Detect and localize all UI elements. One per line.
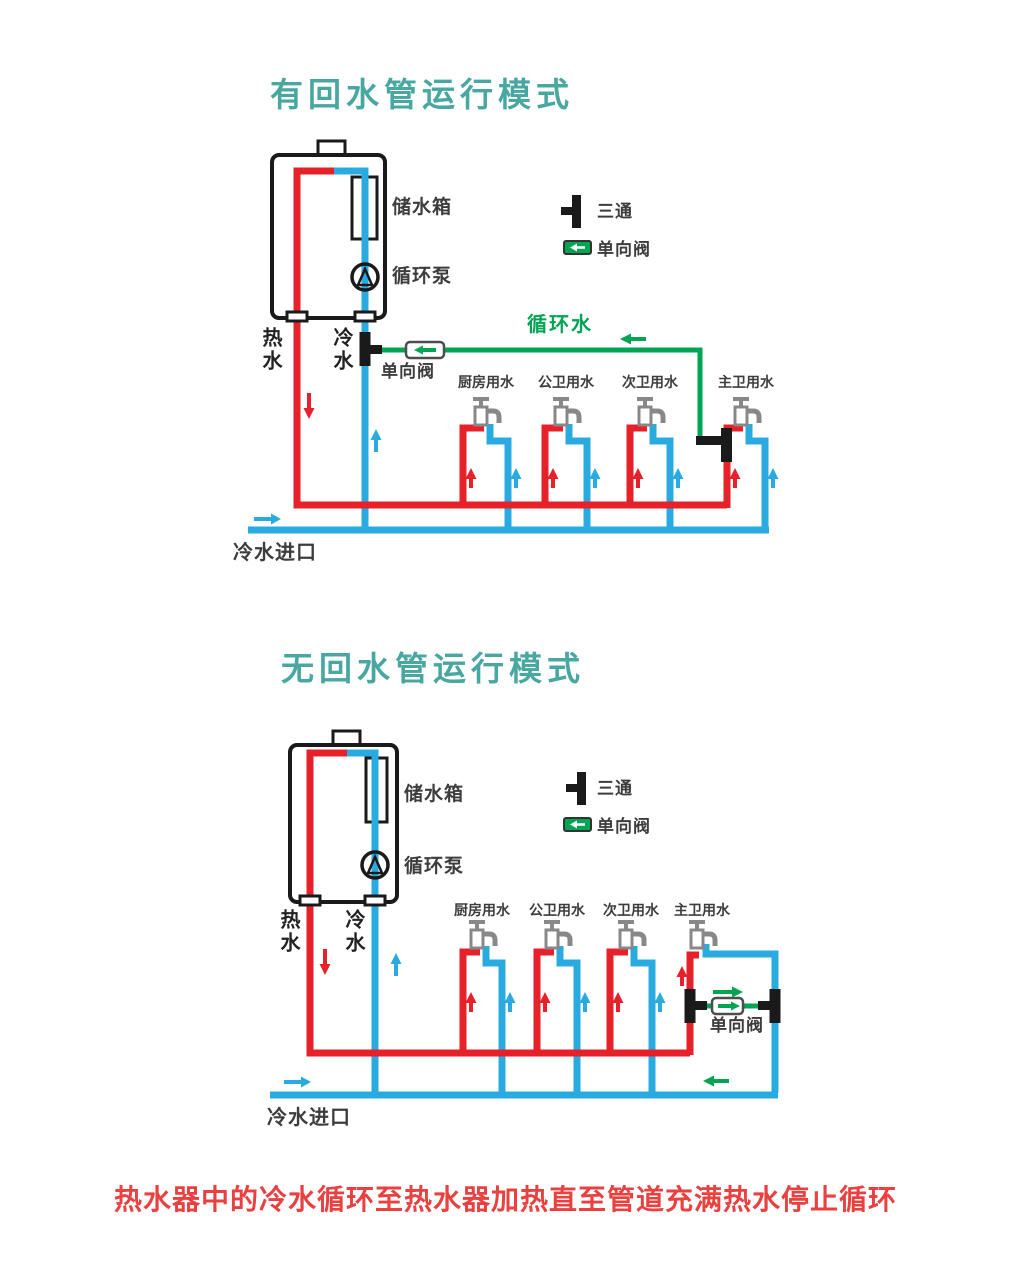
diagram1-title: 有回水管运行模式 <box>270 76 574 113</box>
hot-pipes <box>293 167 743 509</box>
hot-port <box>285 310 309 323</box>
cold-port <box>353 310 377 323</box>
faucet-icon <box>689 922 715 948</box>
tap-label-master-bath: 主卫用水 <box>718 374 774 390</box>
legend-tee-icon <box>561 195 581 228</box>
cold-port <box>363 894 387 907</box>
flow-arrows <box>254 333 779 525</box>
tap-label-kitchen: 厨房用水 <box>458 374 514 390</box>
flow-arrows <box>284 949 743 1088</box>
diagram-with-return-pipe <box>248 139 779 534</box>
faucet-icon <box>469 922 495 948</box>
diagram-without-return-pipe <box>270 729 781 1099</box>
storage-tank-label: 储水箱 <box>404 784 465 805</box>
circulation-pump-icon <box>360 850 390 880</box>
circulating-water-label: 循环水 <box>527 314 593 336</box>
legend-check-valve-icon <box>563 240 592 255</box>
cold-inlet-label: 冷水进口 <box>267 1107 351 1129</box>
hot-water-label: 热水 <box>259 327 281 373</box>
faucet-icon <box>637 399 663 425</box>
faucet-icon <box>733 399 759 425</box>
diagram2-title: 无回水管运行模式 <box>281 650 585 687</box>
storage-tank-label: 储水箱 <box>392 197 453 218</box>
legend-check-valve-icon <box>563 817 592 832</box>
tap-label-second-bath: 次卫用水 <box>622 374 678 390</box>
legend-tee-label: 三通 <box>597 202 633 221</box>
circulation-pump-label: 循环泵 <box>404 856 465 877</box>
cold-pipes <box>270 749 779 1099</box>
tap-label-kitchen: 厨房用水 <box>454 902 510 918</box>
faucet-icon <box>473 399 499 425</box>
check-valve-label: 单向阀 <box>710 1016 764 1035</box>
faucet-icon <box>553 399 579 425</box>
tap-label-public-bath: 公卫用水 <box>529 902 585 918</box>
check-valve-label: 单向阀 <box>381 362 435 381</box>
legend-check-valve-label: 单向阀 <box>597 240 651 259</box>
check-valve-icon <box>710 996 745 1016</box>
legend-tee-icon <box>566 772 586 805</box>
tee-fitting-cold <box>359 332 382 366</box>
tap-label-master-bath: 主卫用水 <box>674 902 730 918</box>
tee-fitting-cold <box>758 989 781 1023</box>
circulation-pump-icon <box>350 262 380 292</box>
tap-label-second-bath: 次卫用水 <box>603 902 659 918</box>
return-pipe <box>381 347 703 439</box>
faucet-icon <box>544 922 570 948</box>
cold-inlet-label: 冷水进口 <box>233 542 317 564</box>
tee-fitting-hot <box>684 989 707 1023</box>
tap-label-public-bath: 公卫用水 <box>538 374 594 390</box>
bottom-note: 热水器中的冷水循环至热水器加热直至管道充满热水停止循环 <box>113 1184 897 1215</box>
tee-fitting-return <box>696 428 732 462</box>
circulation-pump-label: 循环泵 <box>392 266 453 287</box>
cold-water-label: 冷水 <box>342 909 364 955</box>
legend-check-valve-label: 单向阀 <box>597 817 651 836</box>
check-valve-icon <box>404 340 446 360</box>
legend-tee-label: 三通 <box>597 779 633 798</box>
cold-pipes <box>248 167 769 534</box>
hot-port <box>298 894 322 907</box>
faucet-icon <box>618 922 644 948</box>
cold-water-label: 冷水 <box>330 327 352 373</box>
hot-water-label: 热水 <box>277 909 299 955</box>
